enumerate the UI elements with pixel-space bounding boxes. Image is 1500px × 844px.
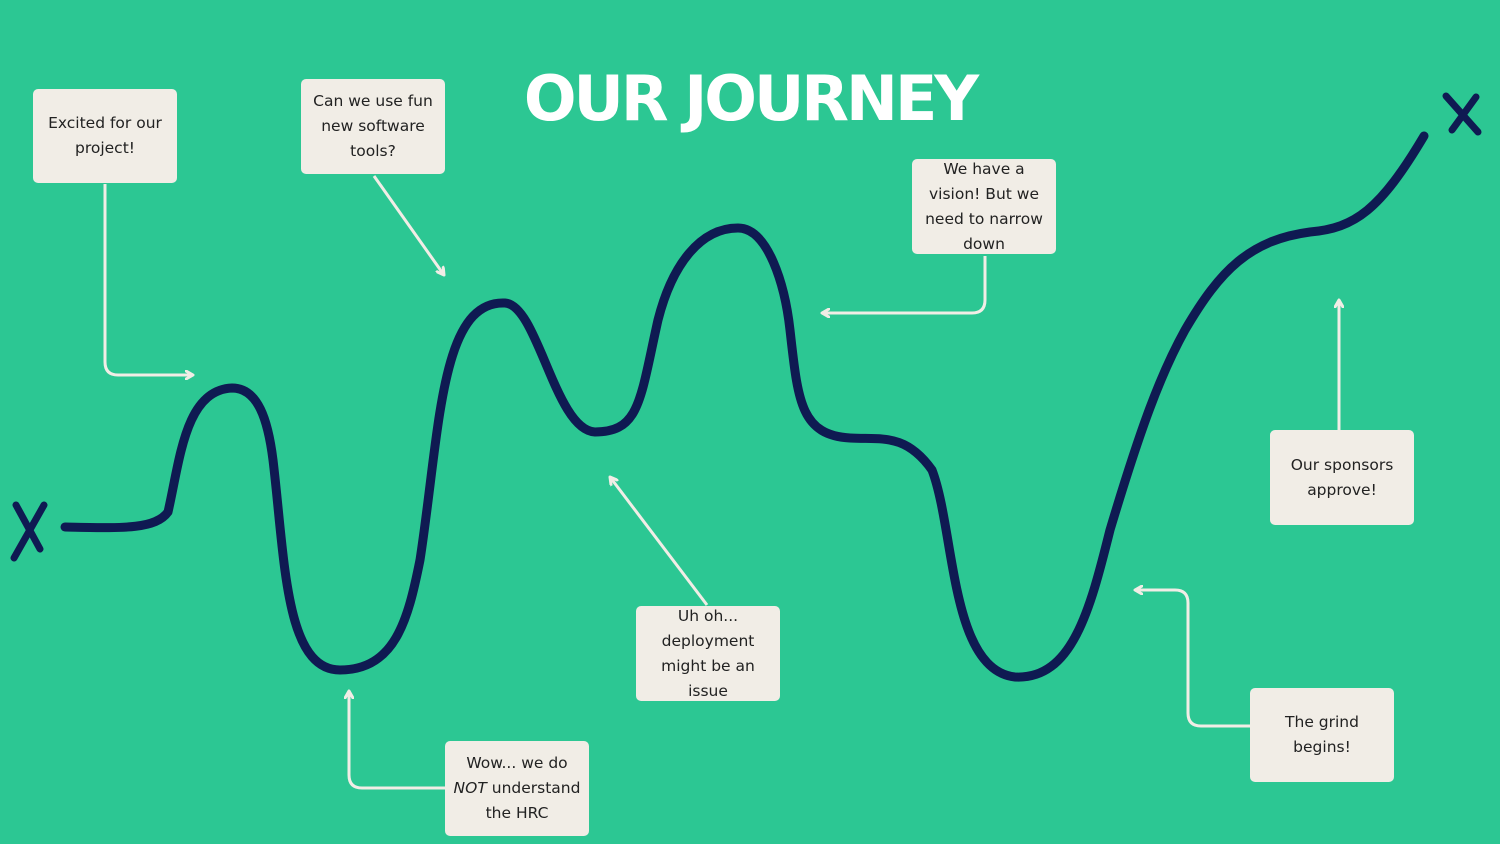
note-hrc-before: Wow... we do [466,754,568,772]
note-sponsors-text: Our sponsors approve! [1290,455,1394,499]
arrow-software [372,175,444,275]
note-excited-text: Excited for our project! [48,114,162,157]
journey-curve [60,131,1429,682]
note-software-text: Can we use fun new software tools? [313,92,433,160]
page-title: OUR JOURNEY [523,62,979,135]
note-sponsors: Our sponsors approve! [1270,430,1414,525]
note-hrc-text: Wow... we do NOT understand the HRC [449,751,585,826]
arrow-hrc [349,691,446,790]
note-grind-text: The grind begins! [1285,713,1359,756]
note-hrc-emphasis: NOT [453,779,487,797]
note-excited: Excited for our project! [33,89,177,183]
note-vision-text: We have a vision! But we need to narrow … [925,159,1043,253]
note-hrc: Wow... we do NOT understand the HRC [445,741,589,836]
arrow-vision [822,256,987,313]
arrow-deployment [610,477,709,606]
note-vision: We have a vision! But we need to narrow … [912,159,1056,254]
note-deployment-text: Uh oh... deployment might be an issue [661,606,755,700]
note-deployment: Uh oh... deployment might be an issue [636,606,780,701]
end-x-marker [1442,92,1482,136]
note-software: Can we use fun new software tools? [301,79,445,174]
note-grind: The grind begins! [1250,688,1394,782]
arrow-excited [103,184,193,375]
arrow-grind [1135,590,1250,728]
start-x-marker [10,501,48,562]
note-hrc-after: understand the HRC [485,779,581,822]
